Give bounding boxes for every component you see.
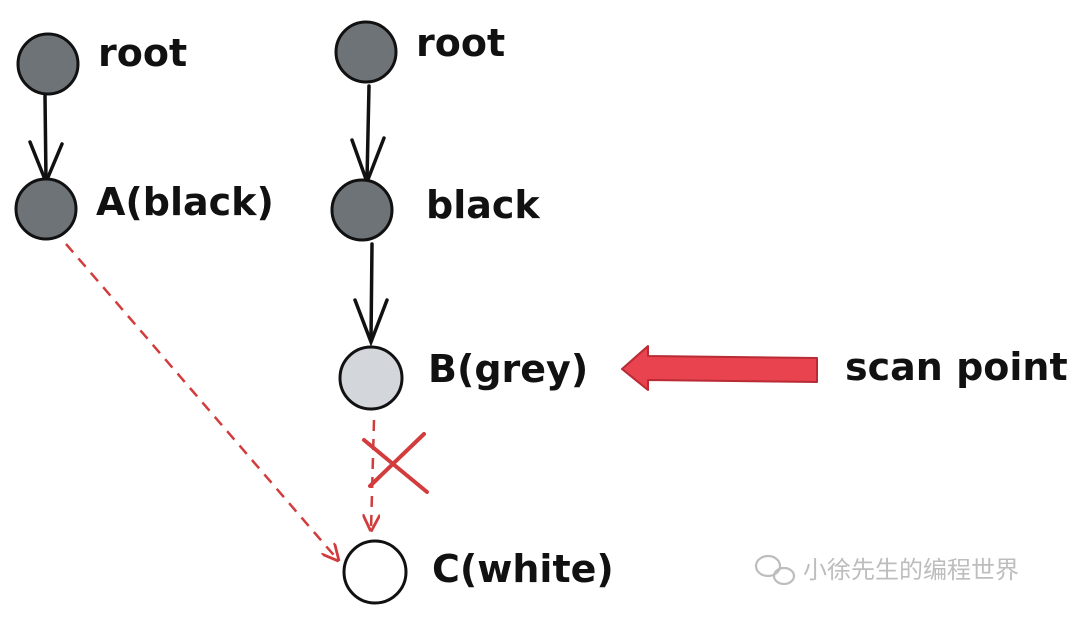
left-root-node: [16, 32, 80, 96]
scan-point-arrow: [621, 345, 818, 391]
deleted-reference-cross-icon: [362, 432, 429, 494]
right-root-to-black-edge: [350, 84, 386, 188]
b-grey-label: B(grey): [428, 347, 588, 391]
right-root-node: [334, 20, 398, 84]
black-to-b-edge: [353, 242, 389, 347]
left-root-to-a-edge: [28, 94, 64, 187]
a-black-node: [14, 177, 78, 241]
left-root-label: root: [98, 31, 187, 75]
a-black-label: A(black): [96, 180, 274, 224]
right-root-label: root: [416, 21, 505, 65]
c-white-label: C(white): [432, 547, 614, 591]
black-label: black: [426, 183, 540, 227]
a-to-c-dashed-reference: [65, 243, 338, 560]
b-to-c-dashed-reference: [371, 419, 374, 530]
b-grey-node: [338, 345, 404, 411]
black-node: [330, 178, 394, 242]
c-white-node: [342, 539, 408, 605]
wechat-icon: [754, 554, 796, 586]
scan-point-label: scan point: [845, 345, 1068, 389]
watermark-text: 小徐先生的编程世界: [803, 556, 1019, 584]
